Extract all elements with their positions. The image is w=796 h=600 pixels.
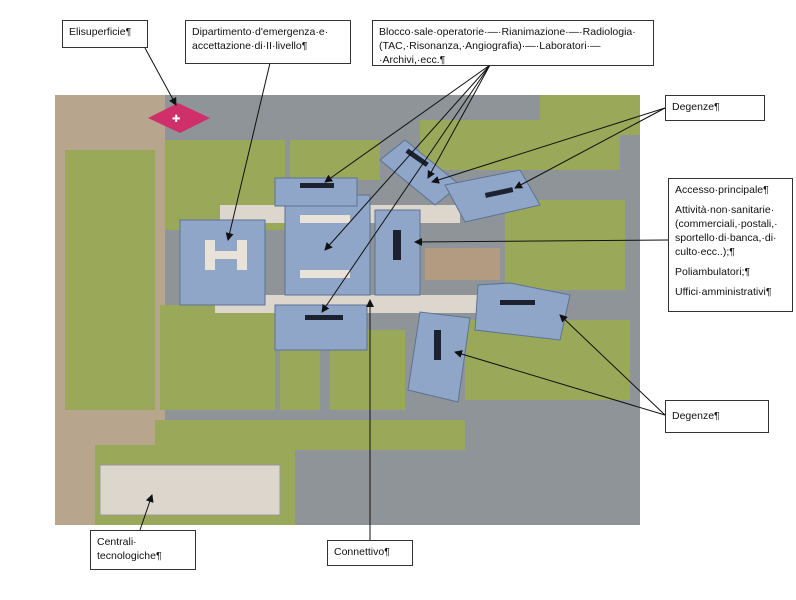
heliport-pad [148, 103, 210, 133]
label-wards-bottom: Degenze¶ [665, 400, 769, 433]
access-outpatient: Poliambulatori;¶ [675, 266, 751, 278]
callout-arrows [139, 47, 669, 540]
access-main: Accesso·principale¶ [675, 184, 769, 196]
label-surgery-block: Blocco·sale·operatorie·—·Rianimazione·—·… [372, 20, 654, 66]
label-tech-plants: Centrali· tecnologiche¶ [90, 530, 196, 570]
access-non-health: Attività·non·sanitarie· (commerciali,·po… [675, 204, 778, 258]
label-heliport: Elisuperficie¶ [62, 20, 148, 48]
label-wards-top: Degenze¶ [665, 95, 765, 121]
roof-h-pattern [205, 215, 350, 278]
green-areas [65, 95, 640, 525]
access-offices: Uffici·amministrativi¶ [675, 286, 772, 298]
label-emergency-dept: Dipartimento·d'emergenza·e· accettazione… [185, 20, 351, 64]
piazza [425, 248, 500, 280]
label-connective: Connettivo¶ [327, 540, 413, 566]
label-main-access: Accesso·principale¶ Attività·non·sanitar… [668, 178, 793, 312]
heliport-mark: ✚ [172, 114, 180, 125]
